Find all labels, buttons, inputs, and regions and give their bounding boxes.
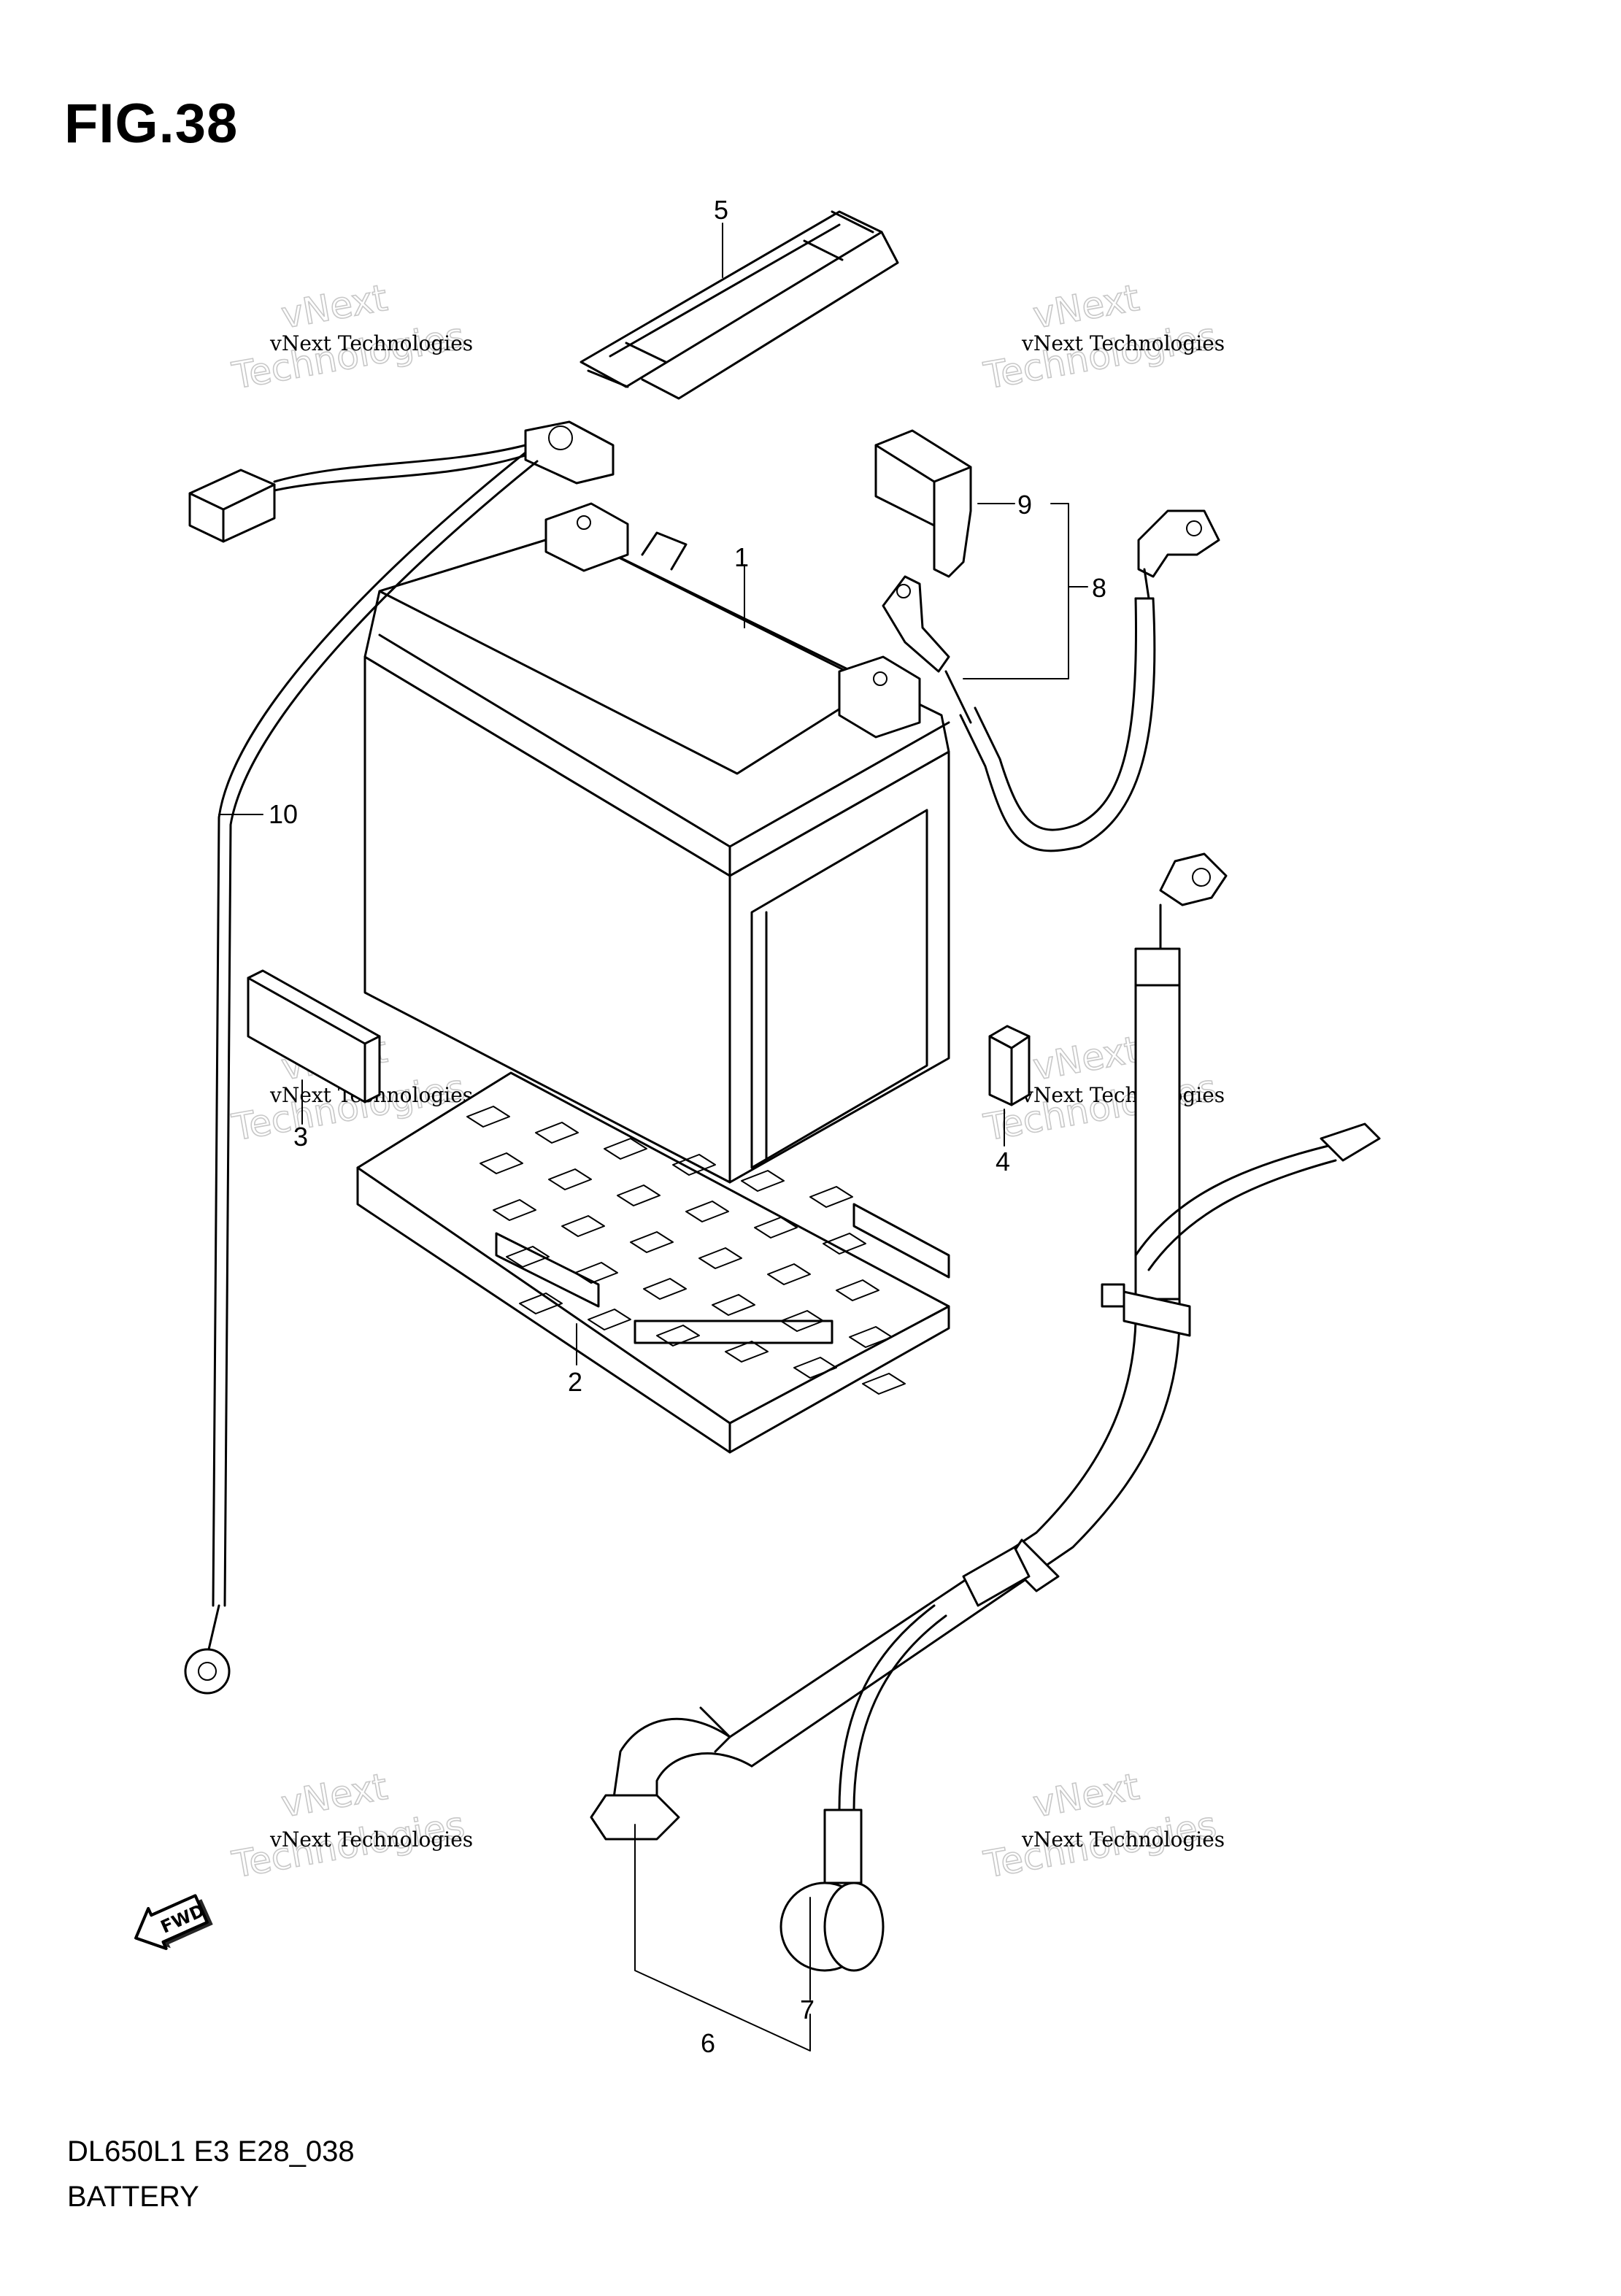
- part-battery: [363, 502, 950, 1184]
- tray-slot: [849, 1326, 893, 1348]
- tray-slot: [685, 1201, 729, 1222]
- diagram-model-code: DL650L1 E3 E28_038: [67, 2135, 355, 2168]
- tray-slot: [767, 1263, 811, 1285]
- callout-9: 9: [1017, 490, 1032, 520]
- watermark-brand: vNext: [278, 277, 390, 336]
- leader-lines: [218, 223, 1088, 2052]
- tray-slot: [656, 1325, 700, 1347]
- tray-slot: [698, 1247, 742, 1269]
- part-positive-lead: [882, 509, 1220, 852]
- tray-slot: [466, 1106, 510, 1128]
- watermark-caption: vNext Technologies: [269, 331, 473, 355]
- callout-5: 5: [714, 195, 728, 225]
- tray-slot: [574, 1262, 618, 1284]
- part-battery-pad: [247, 969, 381, 1103]
- part-battery-tray: [356, 1071, 950, 1454]
- tray-slot: [480, 1152, 523, 1174]
- tray-slot: [604, 1138, 647, 1160]
- tray-slot: [630, 1231, 674, 1253]
- tray-slot: [617, 1184, 661, 1206]
- watermark-brand: vNext: [278, 1765, 390, 1825]
- tray-slot: [754, 1217, 798, 1238]
- tray-slot: [672, 1154, 716, 1176]
- tray-slot: [725, 1341, 769, 1363]
- callouts: 1 2 3 4 5 6 7 8 9 10: [269, 195, 1106, 2058]
- tray-slot: [588, 1309, 631, 1330]
- callout-8: 8: [1092, 573, 1106, 603]
- part-terminal-cover: [874, 429, 972, 578]
- tray-slot: [535, 1122, 579, 1144]
- tray-slot: [493, 1199, 536, 1221]
- callout-6: 6: [701, 2028, 715, 2058]
- watermark-brand: vNext: [1030, 277, 1142, 336]
- callout-10: 10: [269, 799, 298, 829]
- watermark-brand: vNext: [1030, 1765, 1142, 1825]
- watermark-caption: vNext Technologies: [1021, 331, 1225, 355]
- callout-4: 4: [996, 1147, 1010, 1176]
- callout-1: 1: [734, 542, 749, 572]
- part-small-pad: [988, 1025, 1031, 1106]
- tray-slots: [466, 1106, 906, 1395]
- tray-slot: [643, 1278, 687, 1300]
- part-negative-lead: [590, 852, 1381, 1841]
- watermark-company: Technologies: [228, 315, 467, 397]
- watermark-brand: vNext: [1030, 1028, 1142, 1088]
- callout-2: 2: [568, 1367, 582, 1397]
- part-battery-strap: [580, 210, 899, 400]
- tray-slot: [862, 1373, 906, 1395]
- watermark-caption: vNext Technologies: [1021, 1083, 1225, 1107]
- watermark-bottom-left: vNext Technologies: [228, 1765, 469, 1887]
- forward-direction-arrow-icon: FWD: [134, 1894, 213, 1950]
- tray-slot: [548, 1168, 592, 1190]
- tray-slot: [712, 1294, 755, 1316]
- part-wiring-harness: [184, 420, 615, 1695]
- tray-slot: [741, 1170, 785, 1192]
- tray-slot: [836, 1279, 879, 1301]
- callout-7: 7: [800, 1995, 815, 2025]
- tray-slot: [519, 1293, 563, 1314]
- watermark-caption: vNext Technologies: [1021, 1827, 1225, 1852]
- tray-slot: [780, 1310, 824, 1332]
- watermark-caption: vNext Technologies: [269, 1827, 473, 1852]
- tray-slot: [793, 1357, 837, 1379]
- watermark-company: Technologies: [980, 315, 1219, 397]
- callout-3: 3: [293, 1122, 308, 1152]
- tray-slot: [823, 1233, 866, 1255]
- tray-slot: [561, 1215, 605, 1237]
- watermark-bottom-right: vNext Technologies: [980, 1765, 1220, 1887]
- part-ground-terminal: [779, 1808, 885, 1972]
- figure-title: FIG.38: [64, 93, 239, 155]
- diagram-section-name: BATTERY: [67, 2181, 199, 2213]
- tray-slot: [809, 1186, 853, 1208]
- tray-slot: [506, 1246, 550, 1268]
